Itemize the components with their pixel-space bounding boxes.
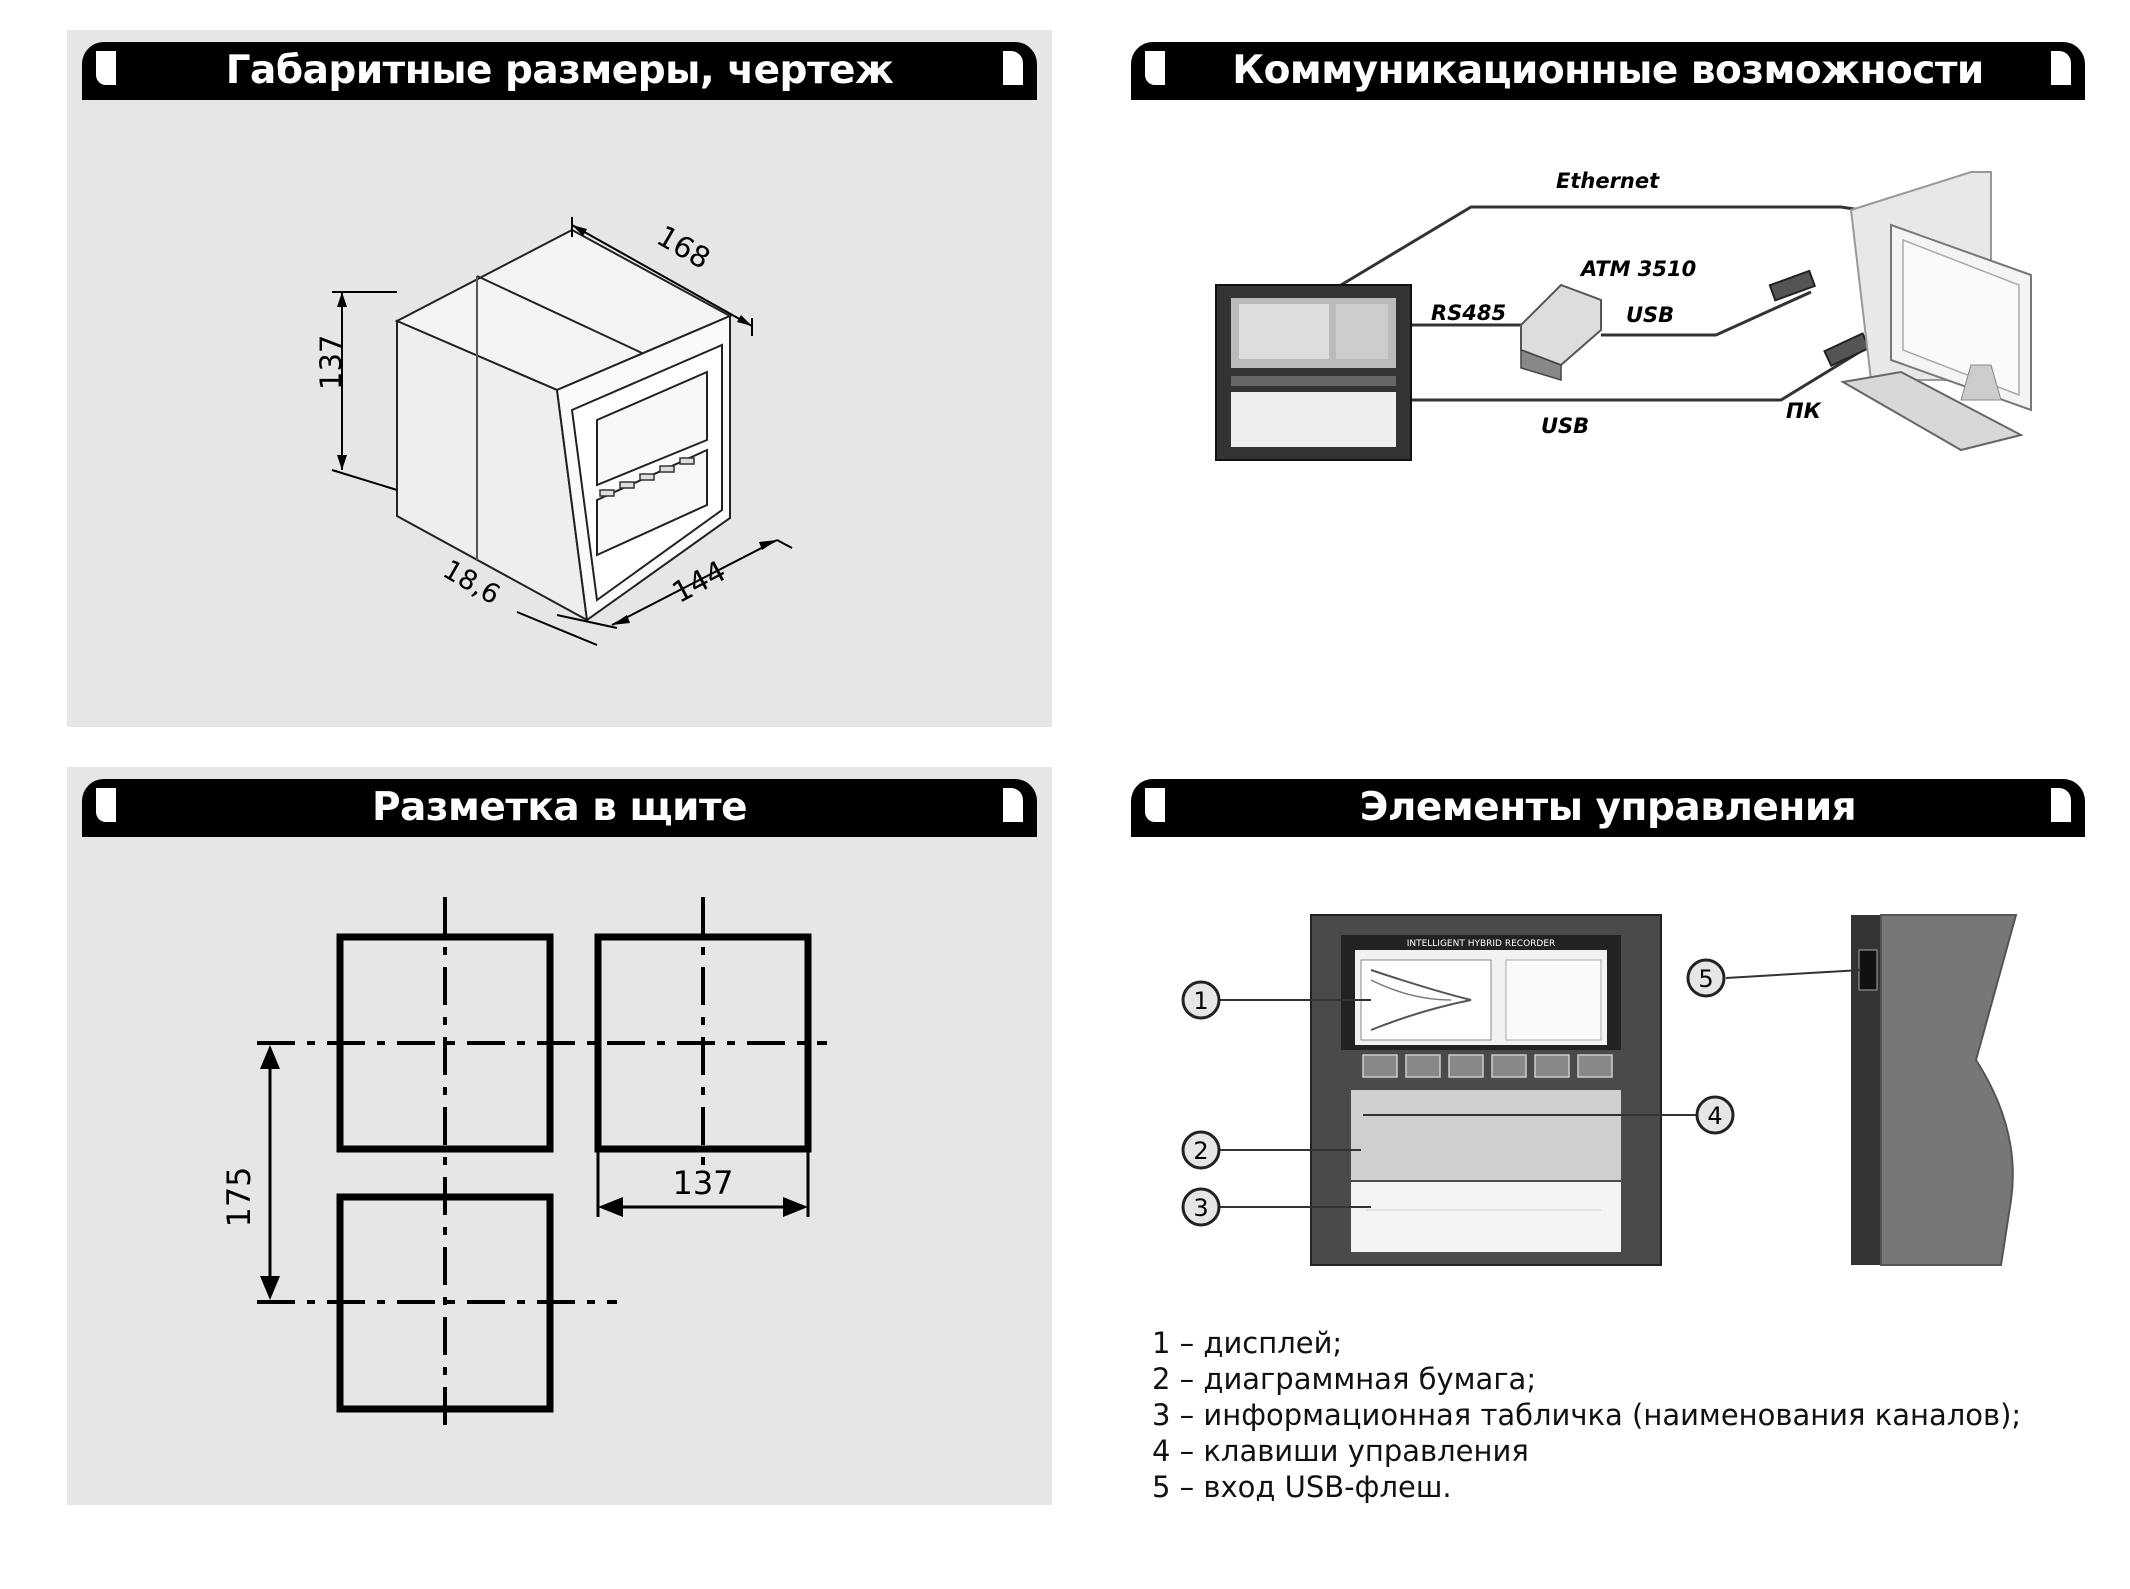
recorder-side bbox=[1851, 914, 2018, 1266]
label-converter: ATM 3510 bbox=[1579, 257, 1696, 281]
usb-port bbox=[1858, 949, 1878, 991]
legend-item: 1 – дисплей; bbox=[1152, 1326, 1343, 1360]
header-tab-right bbox=[2051, 51, 2071, 85]
controls-diagram: INTELLIGENT HYBRID RECORDER 1 2 3 bbox=[1181, 914, 2018, 1266]
legend-item: 2 – диаграммная бумага; bbox=[1152, 1362, 1537, 1396]
controls-title: Элементы управления bbox=[1359, 785, 1857, 830]
header-tab-right bbox=[2051, 788, 2071, 822]
label-usb-bottom: USB bbox=[1541, 414, 1589, 438]
callout-3-label: 3 bbox=[1193, 1194, 1208, 1222]
header-tab-left bbox=[96, 788, 116, 822]
callout-2 bbox=[1181, 1130, 1221, 1170]
usb-plugs bbox=[1768, 269, 1871, 368]
converter-device bbox=[1520, 283, 1602, 382]
callout-markers bbox=[1181, 958, 1735, 1227]
pc-computer bbox=[1840, 171, 2032, 452]
dim-width-label: 144 bbox=[666, 554, 731, 610]
callout-3 bbox=[1181, 1187, 1221, 1227]
legend-item: 5 – вход USB-флеш. bbox=[1152, 1470, 1452, 1504]
header-tab-left bbox=[96, 51, 116, 85]
dimensions-title: Габаритные размеры, чертеж bbox=[225, 48, 894, 93]
label-usb-top: USB bbox=[1626, 303, 1674, 327]
label-pc: ПК bbox=[1786, 399, 1822, 423]
header-tab-left bbox=[1145, 788, 1165, 822]
controls-legend: 1 – дисплей; 2 – диаграммная бумага; 3 –… bbox=[1152, 1325, 2021, 1505]
legend-item: 3 – информационная табличка (наименовани… bbox=[1152, 1398, 2022, 1432]
label-ethernet: Ethernet bbox=[1556, 169, 1660, 193]
cutout-panel bbox=[67, 767, 1052, 1505]
communication-diagram: Ethernet RS485 ATM 3510 USB USB ПК bbox=[1215, 169, 2032, 461]
dim-depth-label: 168 bbox=[651, 219, 716, 276]
recorder-front: INTELLIGENT HYBRID RECORDER bbox=[1310, 914, 1662, 1266]
dimensions-drawing: 168 137 144 18,6 bbox=[314, 217, 793, 646]
recorder-device bbox=[1215, 284, 1412, 461]
device-screen bbox=[596, 370, 708, 487]
header-tab-right bbox=[1003, 788, 1023, 822]
usb-cable-direct bbox=[1411, 343, 1872, 402]
callout-5-label: 5 bbox=[1698, 965, 1713, 993]
dim-horizontal-label: 137 bbox=[672, 1164, 733, 1202]
usb-cable-converter bbox=[1601, 290, 1812, 337]
callout-2-label: 2 bbox=[1193, 1137, 1208, 1165]
callout-4-label: 4 bbox=[1707, 1102, 1722, 1130]
controls-header: Элементы управления bbox=[1131, 779, 2085, 837]
communication-title: Коммуникационные возможности bbox=[1232, 48, 1984, 93]
cutout-drawing: 175 137 bbox=[220, 897, 827, 1432]
cutout-square-top-right bbox=[594, 933, 812, 1153]
control-keys bbox=[1362, 1054, 1613, 1078]
device-keys bbox=[599, 457, 695, 497]
label-rs485: RS485 bbox=[1431, 301, 1506, 325]
cutout-title: Разметка в щите bbox=[371, 785, 748, 830]
header-tab-right bbox=[1003, 51, 1023, 85]
dim-vertical-label: 175 bbox=[220, 1166, 258, 1227]
communication-header: Коммуникационные возможности bbox=[1131, 42, 2085, 100]
cutout-header: Разметка в щите bbox=[82, 779, 1037, 837]
dimensions-header: Габаритные размеры, чертеж bbox=[82, 42, 1037, 100]
callout-4 bbox=[1695, 1095, 1735, 1135]
callout-1 bbox=[1181, 980, 1221, 1020]
callout-5 bbox=[1686, 958, 1726, 998]
legend-item: 4 – клавиши управления bbox=[1152, 1434, 1529, 1468]
display-header-text: INTELLIGENT HYBRID RECORDER bbox=[1407, 939, 1556, 949]
header-tab-left bbox=[1145, 51, 1165, 85]
dim-height-label: 137 bbox=[314, 335, 348, 390]
callout-1-label: 1 bbox=[1193, 987, 1208, 1015]
